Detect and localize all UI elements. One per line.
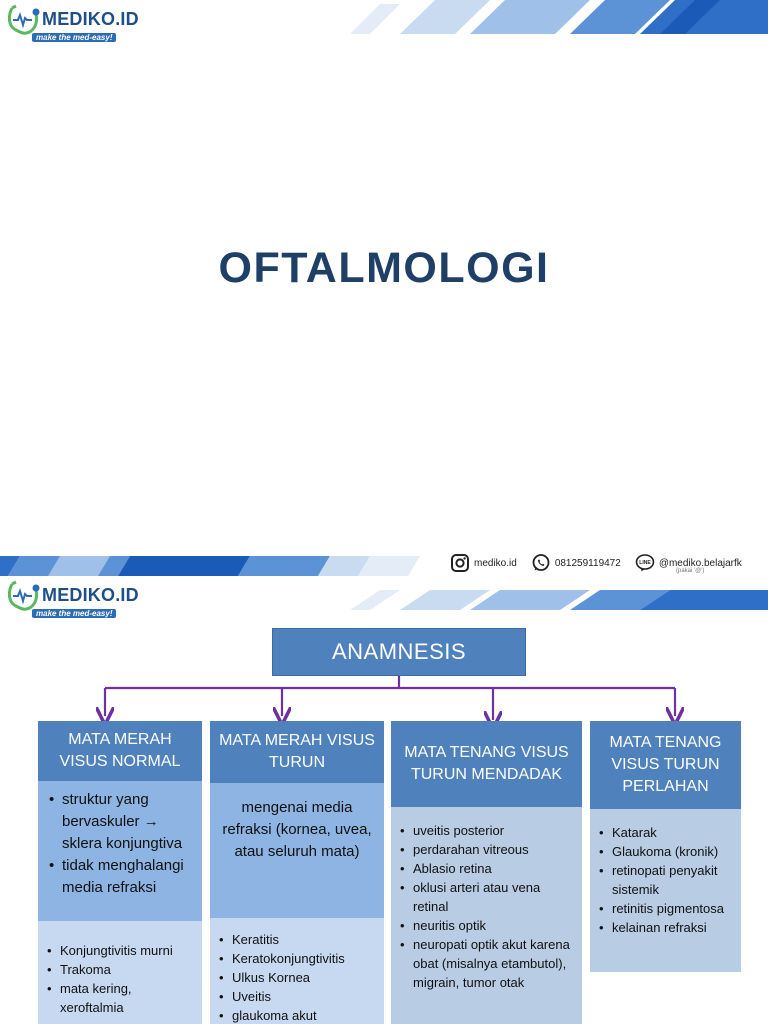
line-handle: @mediko.belajarfk bbox=[658, 557, 742, 569]
list-item: Trakoma bbox=[44, 960, 198, 979]
list-item: retinitis pigmentosa bbox=[596, 899, 737, 918]
list-item: Katarak bbox=[596, 823, 737, 842]
list-item: kelainan refraksi bbox=[596, 918, 737, 937]
list-item: Keratitis bbox=[216, 930, 380, 949]
contact-whatsapp[interactable]: 081259119472 bbox=[531, 553, 621, 573]
column-header-mata-tenang-visus-turun-mendadak: MATA TENANG VISUS TURUN MENDADAK bbox=[391, 721, 582, 807]
brand-name: MEDIKO.ID bbox=[42, 585, 139, 605]
list-item: neuropati optik akut karena obat (misaln… bbox=[397, 935, 578, 992]
list-item: Uveitis bbox=[216, 987, 380, 1006]
contact-instagram[interactable]: mediko.id bbox=[450, 553, 517, 573]
instagram-handle: mediko.id bbox=[474, 557, 517, 569]
brand-tagline: make the med-easy! bbox=[32, 33, 117, 42]
tree-connectors bbox=[0, 676, 768, 1024]
list-item: Konjungtivitis murni bbox=[44, 941, 198, 960]
list-item: oklusi arteri atau vena retinal bbox=[397, 878, 578, 916]
whatsapp-number: 081259119472 bbox=[554, 557, 621, 569]
list-item: Ablasio retina bbox=[397, 859, 578, 878]
anamnesis-root-box: ANAMNESIS bbox=[272, 628, 526, 676]
brand-logo: MEDIKO.ID make the med-easy! bbox=[6, 578, 139, 622]
list-item: uveitis posterior bbox=[397, 821, 578, 840]
column-disease-box: Konjungtivitis murni Trakoma mata kering… bbox=[38, 921, 202, 1024]
column-header-mata-merah-visus-turun: MATA MERAH VISUS TURUN bbox=[210, 721, 384, 783]
column-disease-box: uveitis posterior perdarahan vitreous Ab… bbox=[391, 807, 582, 1024]
list-item: Ulkus Kornea bbox=[216, 968, 380, 987]
column-disease-box: Katarak Glaukoma (kronik) retinopati pen… bbox=[590, 809, 741, 972]
column-description-box: struktur yang bervaskuler → sklera konju… bbox=[38, 781, 202, 921]
column-header-mata-merah-visus-normal: MATA MERAH VISUS NORMAL bbox=[38, 721, 202, 781]
list-item: neuritis optik bbox=[397, 916, 578, 935]
disease-list: uveitis posterior perdarahan vitreous Ab… bbox=[397, 821, 578, 992]
instagram-icon bbox=[451, 554, 469, 572]
stethoscope-heart-icon bbox=[7, 4, 40, 35]
line-icon: LINE bbox=[635, 554, 655, 572]
list-item: Glaukoma (kronik) bbox=[596, 842, 737, 861]
contact-line[interactable]: LINE @mediko.belajarfk bbox=[635, 553, 742, 573]
column-description-box: mengenai media refraksi (kornea, uvea, a… bbox=[210, 783, 384, 918]
list-item: Keratokonjungtivitis bbox=[216, 949, 380, 968]
list-item: perdarahan vitreous bbox=[397, 840, 578, 859]
title-slide: MEDIKO.ID make the med-easy! OFTALMOLOGI… bbox=[0, 0, 768, 576]
svg-text:LINE: LINE bbox=[639, 560, 651, 566]
disease-list: Keratitis Keratokonjungtivitis Ulkus Kor… bbox=[216, 930, 380, 1024]
brand-logo: MEDIKO.ID make the med-easy! bbox=[6, 2, 139, 46]
bottom-decorative-stripes bbox=[0, 548, 768, 576]
description-list: struktur yang bervaskuler → sklera konju… bbox=[46, 789, 196, 899]
list-item: mata kering, xeroftalmia bbox=[44, 979, 198, 1017]
page-title: OFTALMOLOGI bbox=[218, 244, 550, 292]
stethoscope-heart-icon bbox=[7, 580, 40, 611]
list-item: glaukoma akut bbox=[216, 1006, 380, 1024]
line-note: (pakai '@') bbox=[676, 568, 705, 574]
brand-name: MEDIKO.ID bbox=[42, 9, 139, 29]
column-disease-box: Keratitis Keratokonjungtivitis Ulkus Kor… bbox=[210, 918, 384, 1024]
disease-list: Konjungtivitis murni Trakoma mata kering… bbox=[44, 941, 198, 1017]
contact-bar: mediko.id 081259119472 LINE @mediko.bela… bbox=[450, 550, 756, 576]
description-text: mengenai media refraksi (kornea, uvea, a… bbox=[222, 799, 372, 860]
anamnesis-slide: MEDIKO.ID make the med-easy! ANAMNESIS M… bbox=[0, 576, 768, 1024]
disease-list: Katarak Glaukoma (kronik) retinopati pen… bbox=[596, 823, 737, 937]
top-decorative-stripes bbox=[350, 0, 768, 34]
whatsapp-icon bbox=[532, 554, 550, 571]
list-item: struktur yang bervaskuler → sklera konju… bbox=[46, 789, 196, 855]
list-item: tidak menghalangi media refraksi bbox=[46, 855, 196, 899]
list-item: retinopati penyakit sistemik bbox=[596, 861, 737, 899]
column-header-mata-tenang-visus-turun-perlahan: MATA TENANG VISUS TURUN PERLAHAN bbox=[590, 721, 741, 809]
brand-tagline: make the med-easy! bbox=[32, 609, 117, 618]
top-decorative-stripes bbox=[350, 590, 768, 610]
